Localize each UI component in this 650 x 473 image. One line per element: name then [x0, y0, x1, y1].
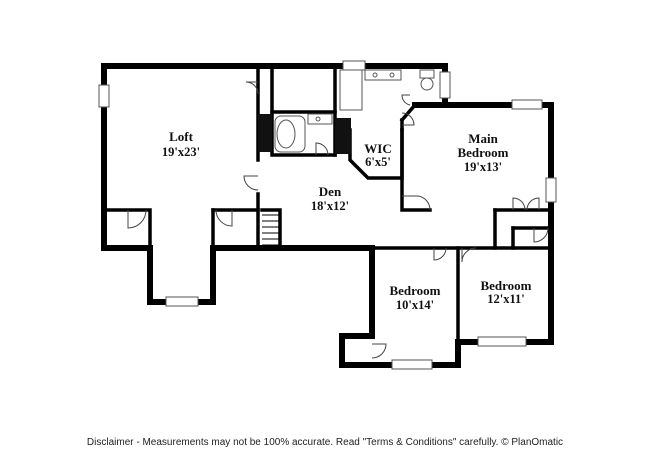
loft-name: Loft: [169, 129, 194, 144]
stairs: [262, 214, 280, 246]
bedroom-2-name: Bedroom: [389, 283, 440, 298]
bathroom-fixtures: [274, 69, 435, 153]
wic-name: WIC: [364, 141, 391, 156]
main-bedroom-name-line1: Main: [468, 131, 498, 146]
interior-walls: [102, 64, 553, 344]
den-name: Den: [319, 184, 342, 199]
room-label-main-bedroom: Main Bedroom 19'x13': [457, 131, 508, 174]
bedroom-3-dimensions: 12'x11': [487, 292, 525, 306]
room-label-bedroom-2: Bedroom 10'x14': [389, 283, 440, 312]
room-label-den: Den 18'x12': [311, 184, 349, 213]
windows: [98, 60, 557, 370]
room-label-bedroom-3: Bedroom 12'x11': [480, 278, 531, 306]
bedroom-3-name: Bedroom: [480, 278, 531, 293]
wic-dimensions: 6'x5': [365, 155, 391, 169]
pillar-left: [258, 114, 272, 152]
loft-dimensions: 19'x23': [162, 145, 200, 159]
room-label-loft: Loft 19'x23': [162, 129, 200, 159]
main-bedroom-dimensions: 19'x13': [464, 160, 502, 174]
disclaimer-text: Disclaimer - Measurements may not be 100…: [86, 437, 564, 448]
bedroom-2-dimensions: 10'x14': [396, 298, 434, 312]
den-dimensions: 18'x12': [311, 199, 349, 213]
pillar-right: [335, 118, 351, 154]
doors: [127, 81, 549, 359]
room-label-wic: WIC 6'x5': [364, 141, 391, 169]
main-bedroom-name-line2: Bedroom: [457, 145, 508, 160]
